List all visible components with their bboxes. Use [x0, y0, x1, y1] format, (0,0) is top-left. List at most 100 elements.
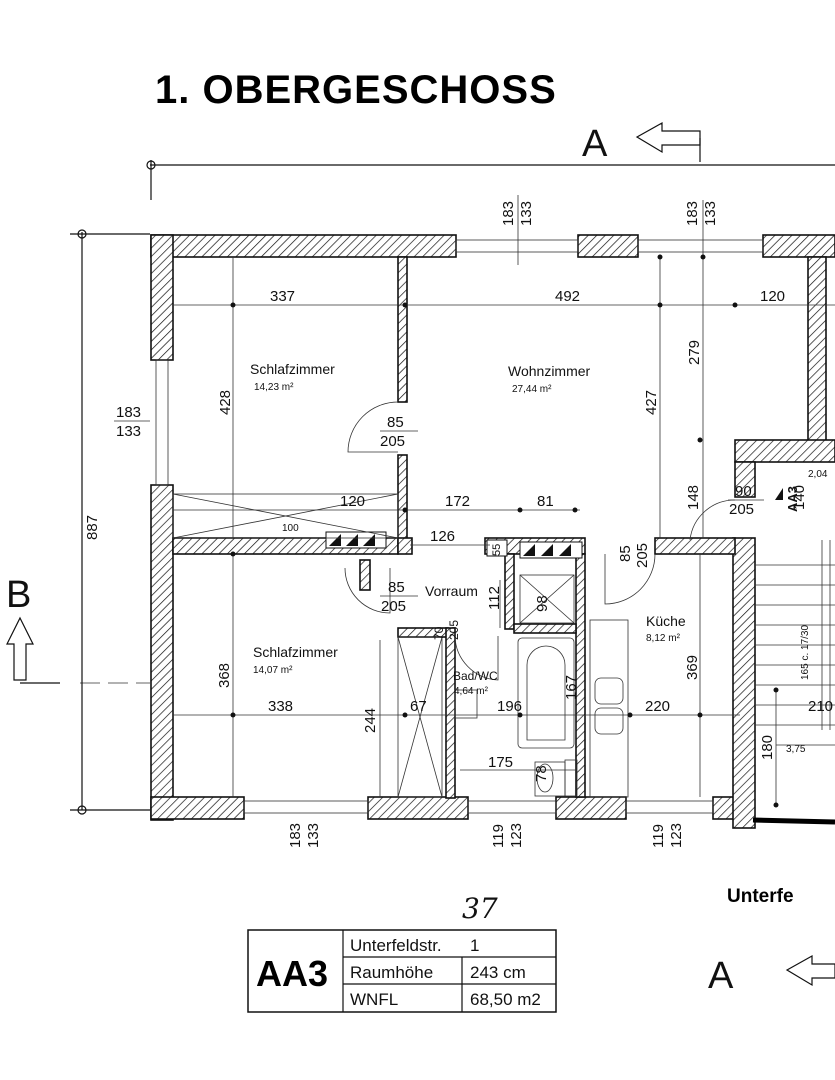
- dim-427: 427: [643, 390, 660, 415]
- door-1-width: 85: [387, 414, 404, 431]
- dim-368: 368: [216, 663, 233, 688]
- section-a-top-label: A: [582, 123, 608, 165]
- dim-167: 167: [563, 675, 580, 700]
- dim-165: 165 c. 17/30: [800, 625, 811, 680]
- section-arrow-icon: [785, 954, 835, 987]
- dim-175: 175: [488, 754, 513, 771]
- dim-78: 78: [533, 765, 550, 782]
- shower-tray: [519, 574, 575, 624]
- dim-120-top: 120: [760, 288, 785, 305]
- washbasin: [454, 689, 478, 719]
- wall-int-v6: [359, 559, 371, 591]
- room-area-bad: 4,64 m²: [454, 686, 489, 697]
- bathtub-inner: [526, 645, 566, 741]
- door-3-width: 85: [617, 545, 634, 562]
- bathtub: [517, 637, 575, 749]
- door-dim-4: 70 205: [432, 620, 461, 640]
- wall-top-2: [577, 234, 639, 258]
- dim-window-bottom-3-b: 123: [668, 823, 685, 848]
- door-swing: [689, 499, 736, 541]
- door-1-height: 205: [380, 433, 405, 450]
- room-name-kueche: Küche: [646, 613, 686, 629]
- wardrobe: [172, 493, 399, 539]
- sink: [594, 677, 624, 705]
- wall-left-1: [150, 234, 174, 361]
- toilet-bowl: [536, 763, 554, 793]
- dim-window-top-2-b: 133: [702, 201, 719, 226]
- dim-337: 337: [270, 288, 295, 305]
- door-4-width: 70: [432, 626, 446, 640]
- wall-bottom-1: [150, 796, 245, 820]
- dim-180: 180: [759, 735, 776, 760]
- dim-98: 98: [534, 595, 551, 612]
- wall-stair-bottom: [752, 817, 835, 825]
- section-arrow-icon: [6, 616, 34, 681]
- dim-369: 369: [684, 655, 701, 680]
- dim-148: 148: [685, 485, 702, 510]
- door-swing: [347, 401, 399, 453]
- table-row-value: 68,50 m2: [470, 990, 541, 1009]
- room-name-wohnzimmer: Wohnzimmer: [508, 363, 591, 379]
- door-dim-1: 85 205: [380, 414, 418, 450]
- dim-81: 81: [537, 493, 554, 510]
- dim-100: 100: [282, 523, 299, 534]
- wall-int-h2: [397, 537, 413, 555]
- wall-right-upper: [807, 256, 827, 448]
- dim-492: 492: [555, 288, 580, 305]
- table-row-label: Unterfeldstr.: [350, 936, 442, 955]
- section-marker-a-top: A: [582, 121, 701, 165]
- walls: [150, 234, 835, 829]
- page-title: 1. OBERGESCHOSS: [155, 68, 557, 112]
- arrow-marker-icon: [775, 488, 783, 500]
- wall-int-h4: [654, 537, 736, 555]
- room-name-vorraum: Vorraum: [425, 583, 478, 599]
- room-name-bad: Bad/WC: [453, 669, 498, 683]
- wall-int-v5: [445, 627, 456, 799]
- window-top-2: [637, 239, 764, 253]
- section-a-bottom-label: A: [708, 955, 734, 997]
- table-row-value: 243 cm: [470, 963, 526, 982]
- dim-window-bottom-2-a: 119: [490, 824, 507, 848]
- window-bottom-3: [625, 800, 714, 814]
- dim-244: 244: [362, 708, 379, 733]
- dim-window-bottom-3-a: 119: [650, 824, 667, 848]
- section-arrow-icon: [635, 121, 701, 154]
- dim-window-bottom-1-a: 183: [287, 823, 304, 848]
- dim-126: 126: [430, 528, 455, 545]
- dim-window-left-a: 183: [116, 404, 141, 421]
- wall-int-1: [397, 256, 408, 403]
- vorraum-wardrobe: [397, 636, 443, 798]
- door-dim-2: 85 205: [380, 579, 418, 615]
- unit-label-aa3: AA3: [785, 486, 800, 512]
- dim-375: 3,75: [786, 744, 806, 755]
- window-bottom-1: [243, 800, 369, 814]
- dim-428: 428: [217, 390, 234, 415]
- door-2-height: 205: [381, 598, 406, 615]
- wall-int-v2: [504, 553, 515, 630]
- wall-top-3: [762, 234, 835, 258]
- dim-window-left-b: 133: [116, 423, 141, 440]
- dim-55: 55: [491, 544, 503, 556]
- dim-210: 210: [808, 698, 833, 715]
- table-row-label: WNFL: [350, 990, 398, 1009]
- table-unit-id: AA3: [256, 953, 328, 994]
- dim-140: 140: [791, 485, 808, 510]
- bath-fixtures: [454, 574, 578, 797]
- dim-window-top-1-a: 183: [500, 201, 517, 226]
- dim-window-top-1-b: 133: [518, 201, 535, 226]
- doors: [344, 401, 736, 681]
- dim-112: 112: [486, 586, 503, 610]
- dim-window-bottom-2-b: 123: [508, 823, 525, 848]
- dim-window-bottom-1-b: 133: [305, 823, 322, 848]
- table-row-value: 1: [470, 936, 479, 955]
- door-swing: [344, 567, 391, 614]
- wall-left-2: [150, 484, 174, 821]
- section-marker-b-left: B: [6, 574, 150, 684]
- room-area-kueche: 8,12 m²: [646, 633, 681, 644]
- wall-bottom-2: [367, 796, 469, 820]
- door-4-height: 205: [447, 620, 461, 640]
- door-2-width: 85: [388, 579, 405, 596]
- room-area-wohnzimmer: 27,44 m²: [512, 384, 552, 395]
- door-5-width: 90: [735, 483, 752, 500]
